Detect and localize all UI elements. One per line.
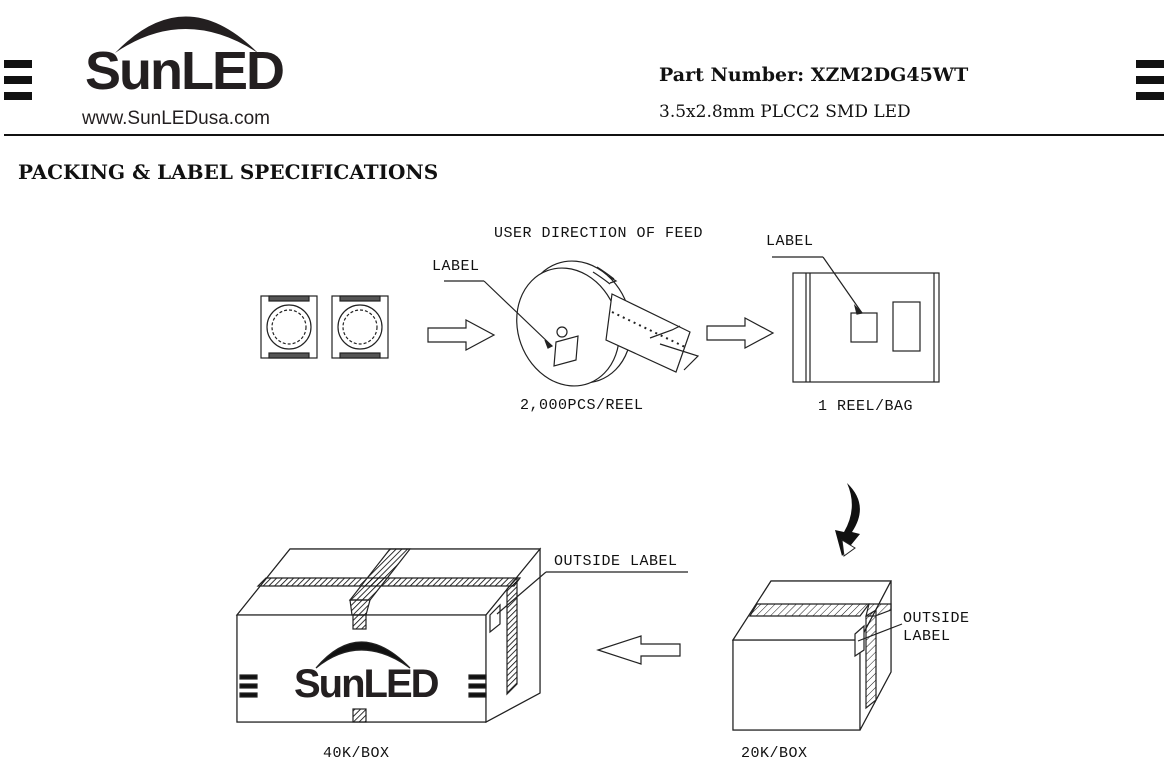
large-box-illustration: [235, 547, 688, 724]
right-bars-icon: [1136, 60, 1164, 100]
reel-illustration: [444, 260, 700, 387]
reel-label-callout: LABEL: [432, 258, 480, 275]
bag-label-callout: LABEL: [766, 233, 814, 250]
arrow-left-icon: [596, 635, 681, 665]
left-bars-icon: [4, 60, 32, 100]
logo-arc-icon: [115, 16, 258, 53]
small-box-label-callout-line1: OUTSIDE: [903, 610, 970, 627]
small-box-caption: 20K/BOX: [741, 745, 808, 762]
product-subtitle: 3.5x2.8mm PLCC2 SMD LED: [659, 102, 911, 122]
page-title: PACKING & LABEL SPECIFICATIONS: [18, 160, 439, 184]
led-component-2: [331, 295, 389, 359]
part-number: Part Number: XZM2DG45WT: [659, 64, 969, 86]
bag-caption: 1 REEL/BAG: [818, 398, 914, 415]
website-url: www.SunLEDusa.com: [82, 108, 270, 129]
large-box-caption: 40K/BOX: [323, 745, 390, 762]
arrow-right-icon: [706, 316, 775, 350]
brand-logo: SunLED: [85, 41, 285, 101]
small-box-illustration: [731, 580, 903, 731]
box-brand-logo: SunLED: [294, 662, 440, 706]
reel-caption: 2,000PCS/REEL: [520, 397, 644, 414]
curved-arrow-icon: [835, 483, 860, 557]
large-box-label-callout: OUTSIDE LABEL: [554, 553, 678, 570]
led-component-1: [260, 295, 318, 359]
small-box-label-callout-line2: LABEL: [903, 628, 951, 645]
arrow-right-icon: [427, 318, 496, 352]
bag-illustration: [772, 256, 940, 383]
feed-direction-label: USER DIRECTION OF FEED: [494, 225, 704, 242]
